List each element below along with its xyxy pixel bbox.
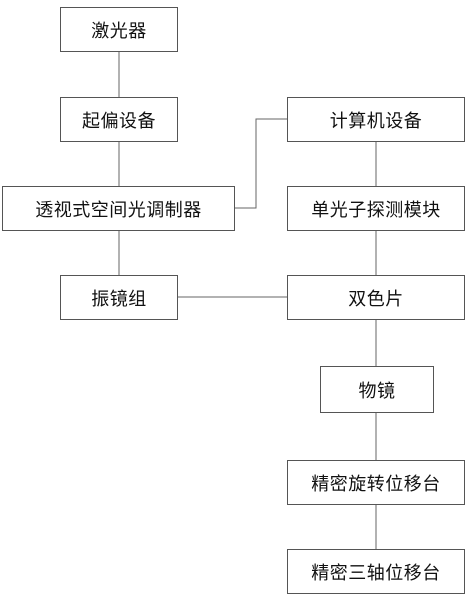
node-computer-label: 计算机设备 xyxy=(329,110,423,132)
node-polarizer: 起偏设备 xyxy=(60,97,178,142)
node-rotation-stage-label: 精密旋转位移台 xyxy=(311,473,441,495)
node-galvo-label: 振镜组 xyxy=(91,288,147,310)
node-dichroic-mirror: 双色片 xyxy=(287,275,465,320)
node-computer-device: 计算机设备 xyxy=(287,97,465,142)
node-single-photon-detector: 单光子探测模块 xyxy=(287,186,465,231)
node-laser: 激光器 xyxy=(60,7,178,52)
node-precision-triaxial-stage: 精密三轴位移台 xyxy=(287,549,465,594)
node-polarizer-label: 起偏设备 xyxy=(82,110,156,132)
node-spatial-light-modulator: 透视式空间光调制器 xyxy=(2,186,235,231)
node-dichroic-label: 双色片 xyxy=(348,288,404,310)
node-laser-label: 激光器 xyxy=(91,20,147,42)
node-galvo-mirror-group: 振镜组 xyxy=(60,275,178,320)
node-slm-label: 透视式空间光调制器 xyxy=(35,199,202,221)
node-spad-label: 单光子探测模块 xyxy=(311,199,441,221)
node-triaxial-stage-label: 精密三轴位移台 xyxy=(311,562,441,584)
node-objective-lens: 物镜 xyxy=(320,366,434,413)
node-precision-rotation-stage: 精密旋转位移台 xyxy=(287,460,465,505)
node-objective-label: 物镜 xyxy=(358,380,396,402)
edge-slm-computer xyxy=(235,118,287,209)
